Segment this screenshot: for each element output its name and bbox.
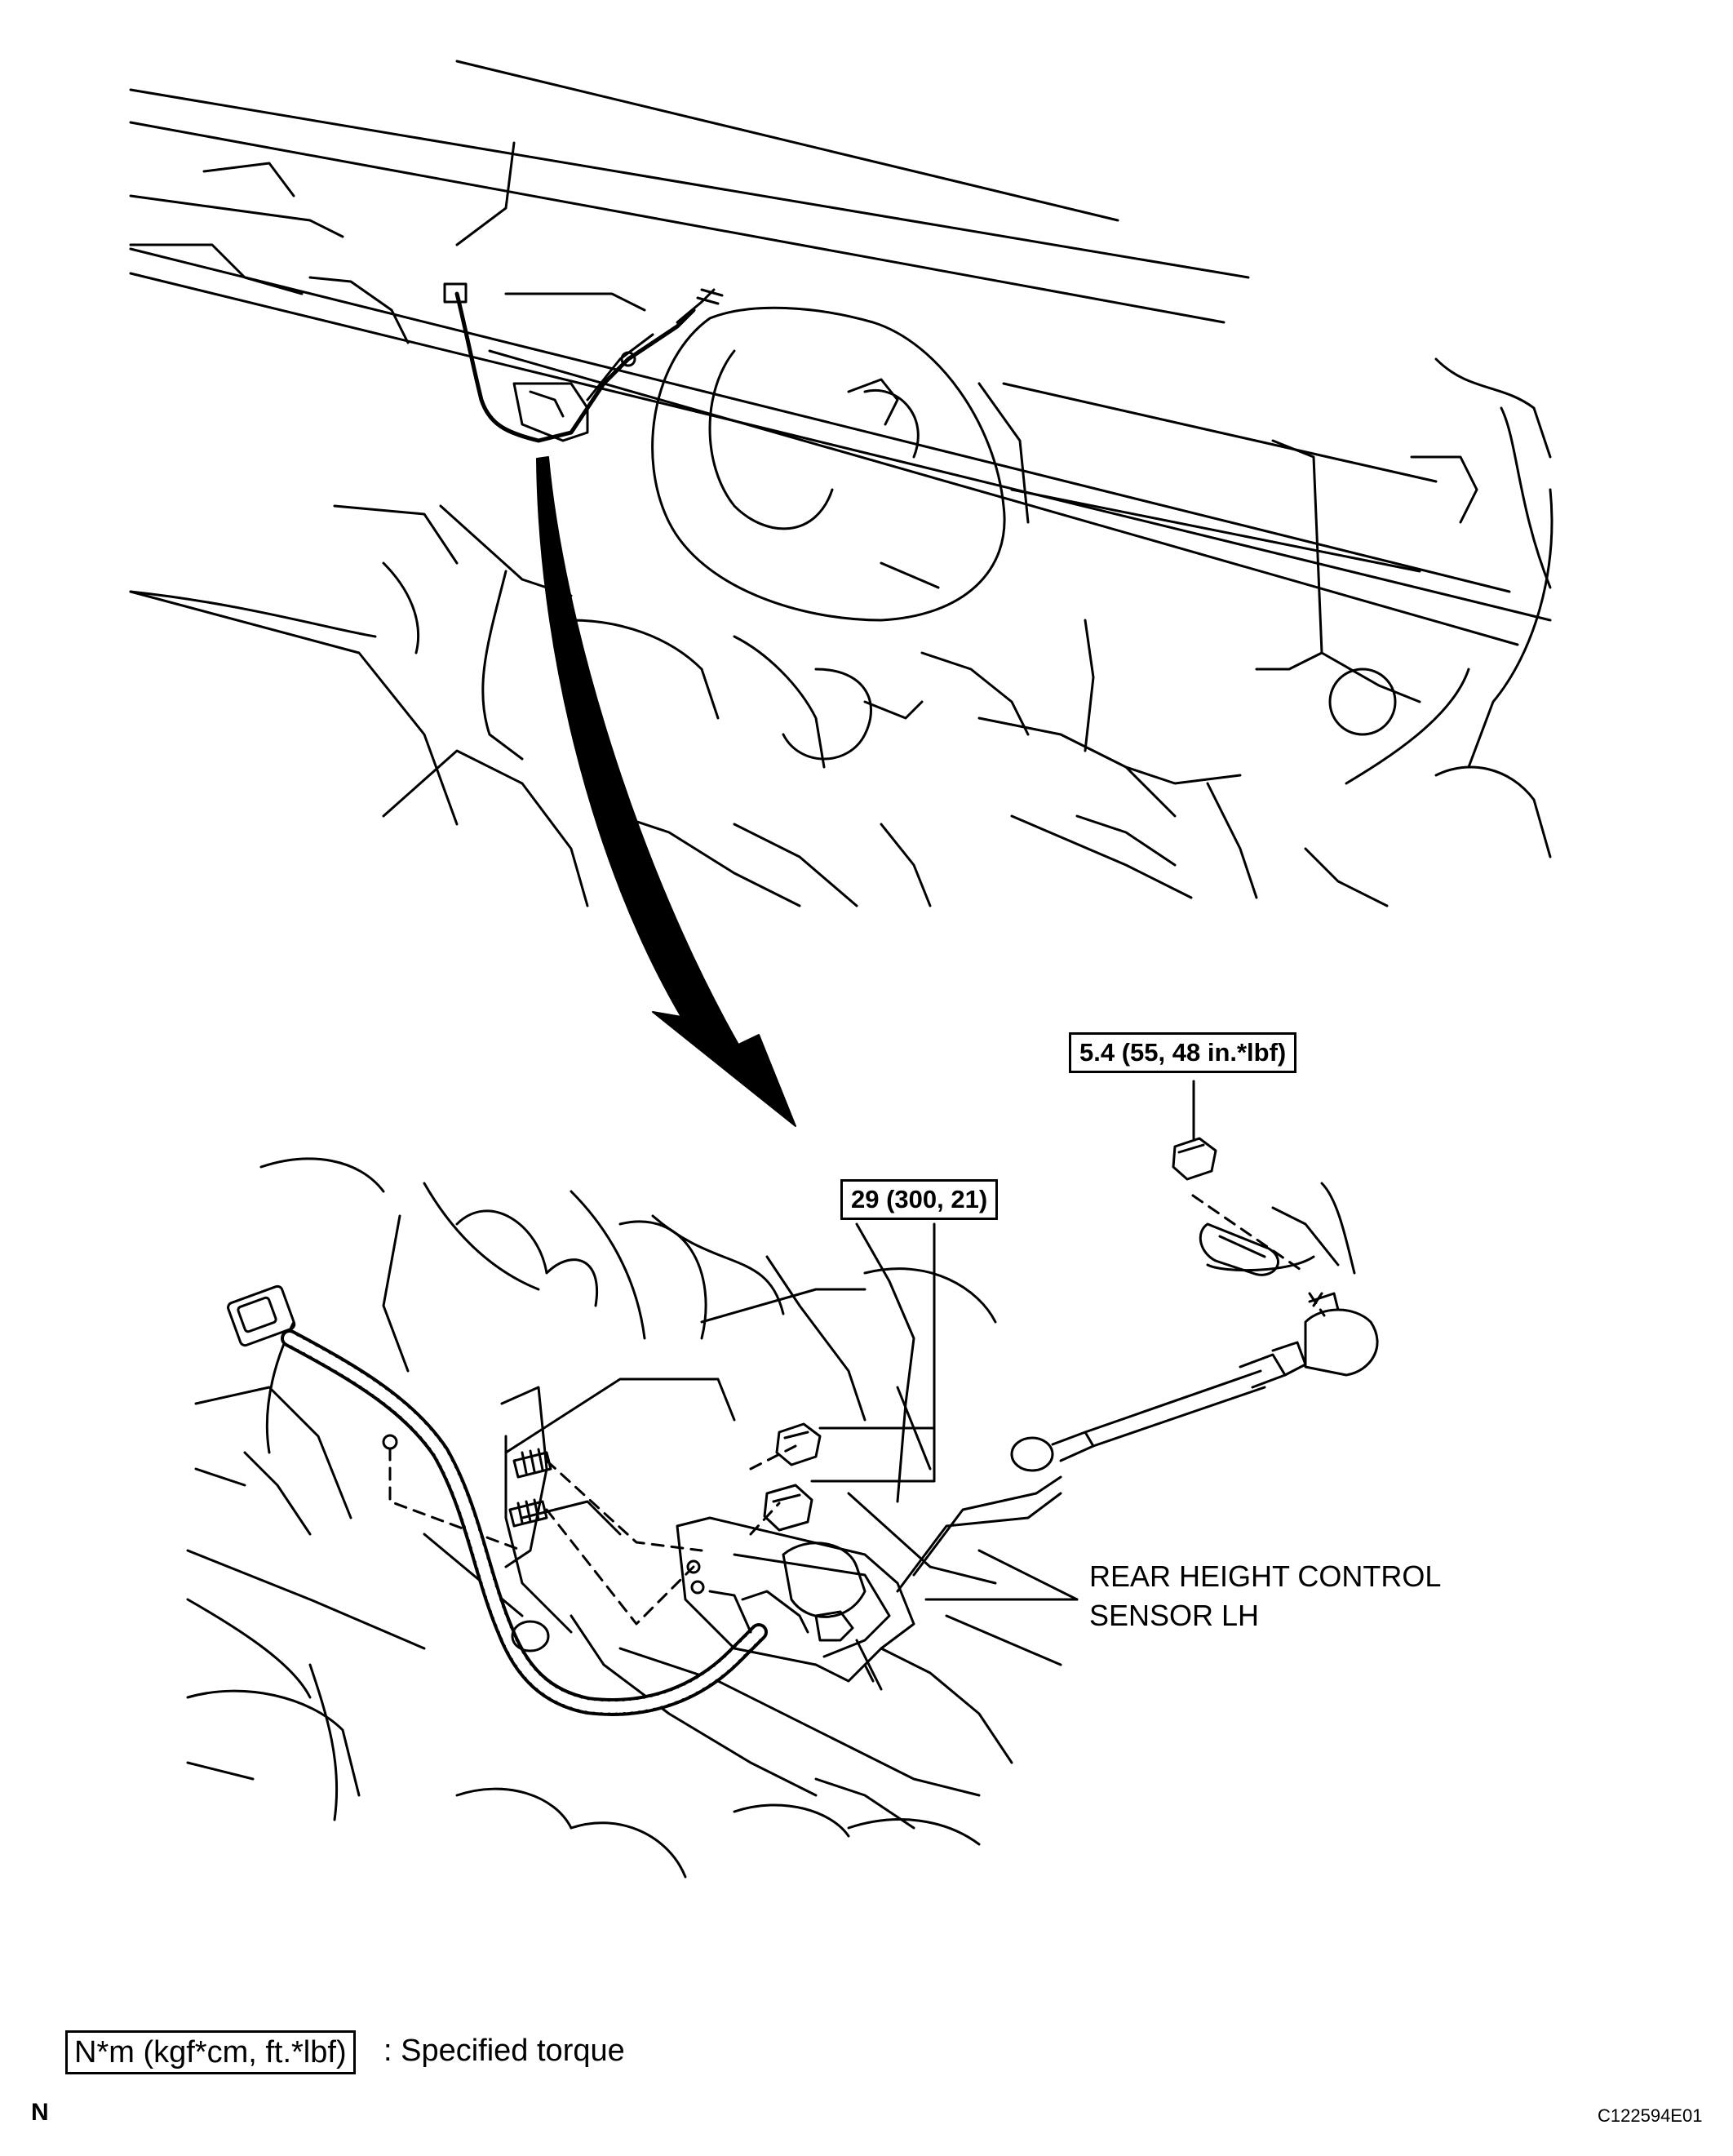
bracket-studs [508, 1448, 552, 1528]
torque-legend-description: : Specified torque [383, 2034, 625, 2068]
figure-id: C122594E01 [1598, 2105, 1703, 2126]
upper-slot-bracket [1199, 1222, 1279, 1276]
wire-harness [227, 1284, 768, 1716]
torque-callout-sensor-nuts: 29 (300, 21) [840, 1179, 999, 1220]
torque-legend-box: N*m (kgf*cm, ft.*lbf) [65, 2030, 356, 2074]
detail-view [186, 1080, 1379, 1879]
sensor-nuts [763, 1422, 822, 1532]
overview-harness [454, 291, 696, 443]
corner-letter: N [31, 2099, 49, 2126]
sensor-link-rod [896, 1292, 1379, 1593]
detail-arrow [536, 456, 796, 1127]
frame-rail [129, 88, 1250, 279]
rear-height-control-sensor [676, 1516, 915, 1691]
differential-housing [651, 306, 1006, 622]
vehicle-overview-view [129, 60, 1553, 907]
sensor-part-label-line2: SENSOR LH [1089, 1599, 1260, 1632]
sensor-part-label-line1: REAR HEIGHT CONTROL [1089, 1559, 1442, 1593]
axle-tube [1002, 382, 1438, 483]
leader-sensor-nuts [810, 1222, 936, 1483]
overview-sensor [512, 382, 589, 442]
frame-bracket [500, 1386, 548, 1568]
torque-callout-upper-nut: 5.4 (55, 48 in.*lbf) [1069, 1032, 1297, 1073]
upper-nut [1172, 1137, 1217, 1181]
